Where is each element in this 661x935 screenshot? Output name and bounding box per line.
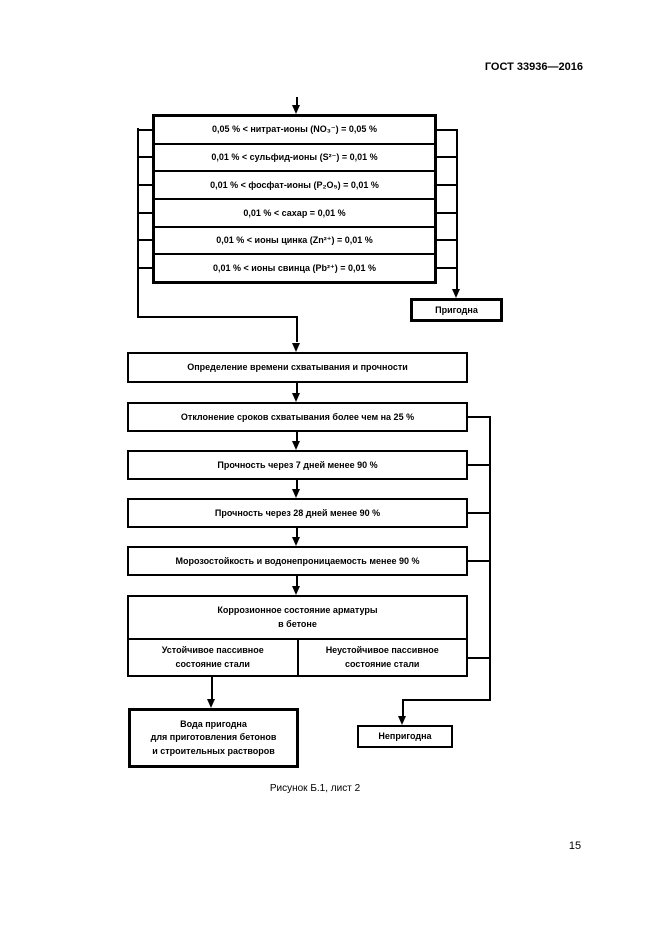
connector-line <box>402 699 404 717</box>
arrow-down-icon <box>207 699 215 708</box>
criteria-box: 0,01 % < фосфат-ионы (P₂O₅) = 0,01 % <box>155 170 434 198</box>
connector-line <box>137 184 154 186</box>
corrosion-box: Коррозионное состояние арматуры в бетоне… <box>127 595 468 677</box>
connector-line <box>437 212 456 214</box>
connector-line <box>137 129 154 131</box>
connector-line <box>296 528 298 539</box>
process-box: Определение времени схватывания и прочно… <box>127 352 468 383</box>
connector-line <box>296 432 298 443</box>
arrow-down-icon <box>292 343 300 352</box>
connector-line <box>137 239 154 241</box>
arrow-down-icon <box>292 105 300 114</box>
arrow-down-icon <box>292 586 300 595</box>
arrow-down-icon <box>292 393 300 402</box>
arrow-down-icon <box>398 716 406 725</box>
connector-line <box>437 267 456 269</box>
process-box: Прочность через 7 дней менее 90 % <box>127 450 468 480</box>
process-box: Отклонение сроков схватывания более чем … <box>127 402 468 432</box>
criteria-box: 0,01 % < ионы свинца (Pb²⁺) = 0,01 % <box>155 253 434 281</box>
corrosion-cell-unstable: Неустойчивое пассивное состояние стали <box>325 645 439 669</box>
connector-line <box>137 156 154 158</box>
doc-header: ГОСТ 33936—2016 <box>484 61 583 73</box>
criteria-box: 0,01 % < сульфид-ионы (S²⁻) = 0,01 % <box>155 142 434 171</box>
arrow-down-icon <box>292 489 300 498</box>
connector-line <box>296 576 298 588</box>
connector-line <box>137 128 139 318</box>
suitable-box: Пригодна <box>410 298 503 322</box>
connector-line <box>468 560 489 562</box>
arrow-down-icon <box>452 289 460 298</box>
criteria-box: 0,05 % < нитрат-ионы (NO₃⁻) = 0,05 % <box>212 124 377 135</box>
connector-line <box>437 156 456 158</box>
connector-line <box>137 267 154 269</box>
process-box: Прочность через 28 дней менее 90 % <box>127 498 468 528</box>
connector-line <box>403 699 491 701</box>
connector-line <box>468 416 489 418</box>
connector-line <box>137 316 298 318</box>
connector-line <box>456 129 458 290</box>
figure-caption: Рисунок Б.1, лист 2 <box>269 783 361 794</box>
criteria-box: 0,01 % < ионы цинка (Zn²⁺) = 0,01 % <box>155 225 434 254</box>
unsuitable-box: Непригодна <box>357 725 453 748</box>
connector-line <box>296 97 298 108</box>
connector-line <box>296 383 298 395</box>
page-number: 15 <box>568 840 582 852</box>
connector-line <box>437 239 456 241</box>
corrosion-cell-stable: Устойчивое пассивное состояние стали <box>129 640 299 675</box>
connector-line <box>137 212 154 214</box>
connector-line <box>437 184 456 186</box>
connector-line <box>437 129 456 131</box>
connector-line <box>489 416 491 701</box>
connector-line <box>296 480 298 491</box>
connector-line <box>468 657 489 659</box>
final-suitable-box: Вода пригодна для приготовления бетонов … <box>128 708 299 768</box>
corrosion-header: Коррозионное состояние арматуры в бетоне <box>129 597 466 640</box>
process-box: Морозостойкость и водонепроницаемость ме… <box>127 546 468 576</box>
arrow-down-icon <box>292 441 300 450</box>
criteria-box: 0,01 % < сахар = 0,01 % <box>155 198 434 226</box>
connector-line <box>211 677 213 699</box>
arrow-down-icon <box>292 537 300 546</box>
connector-line <box>468 512 489 514</box>
connector-line <box>468 464 489 466</box>
criteria-stack: 0,05 % < нитрат-ионы (NO₃⁻) = 0,05 % 0,0… <box>152 114 437 284</box>
connector-line <box>296 316 298 342</box>
